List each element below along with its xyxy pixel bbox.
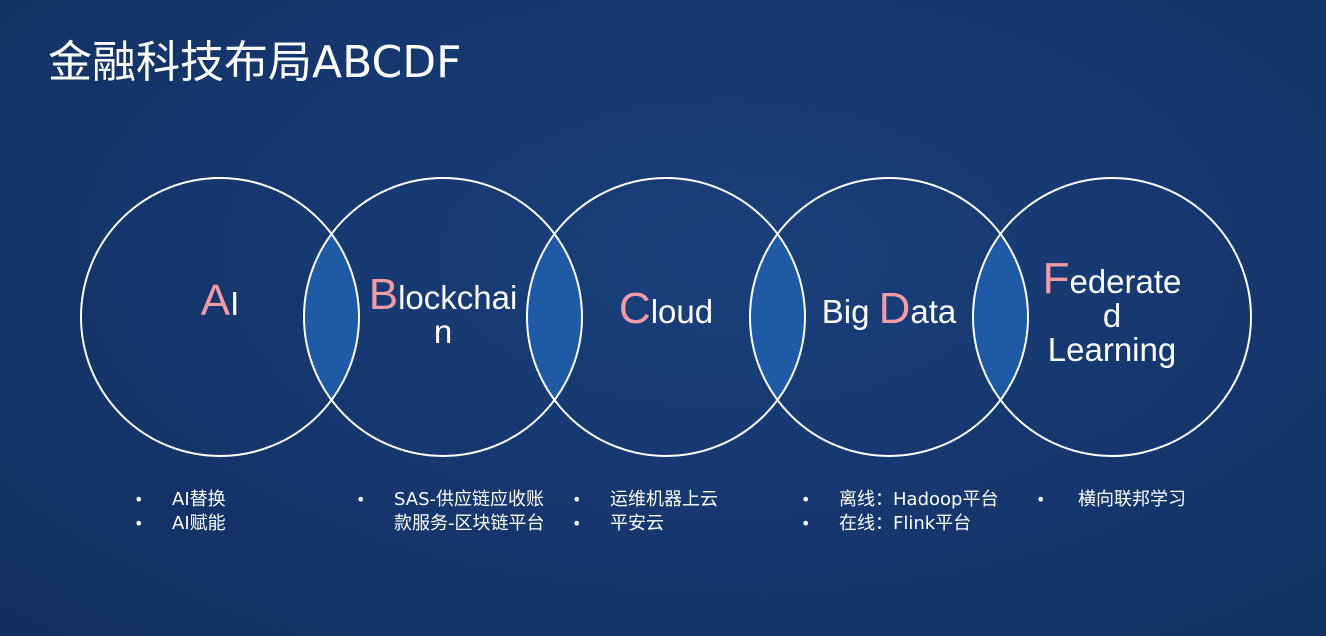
bullet-item: 横向联邦学习	[1036, 488, 1226, 512]
bullets-federated-learning: 横向联邦学习	[1036, 488, 1226, 512]
circle-cloud	[526, 177, 806, 457]
page-title: 金融科技布局ABCDF	[48, 37, 462, 88]
circle-big-data	[749, 177, 1029, 457]
label-federated-rest-2: d	[1102, 297, 1122, 334]
label-federated-initial: F	[1042, 254, 1070, 303]
bullet-item: 离线：Hadoop平台	[801, 488, 1031, 512]
label-big-data-prefix: Big	[821, 293, 879, 330]
label-blockchain: Blockchai n	[358, 273, 528, 350]
label-big-data: Big Data	[799, 287, 979, 331]
bullets-cloud: 运维机器上云 平安云	[572, 488, 762, 536]
bullets-ai: AI替换 AI赋能	[134, 488, 304, 536]
bullet-item: 在线：Flink平台	[801, 512, 1031, 536]
circle-ai	[80, 177, 360, 457]
label-ai: AI	[160, 279, 280, 323]
bullet-item: SAS-供应链应收账款服务-区块链平台	[356, 488, 556, 536]
label-blockchain-rest-1: lockchai	[398, 279, 518, 316]
bullets-big-data: 离线：Hadoop平台 在线：Flink平台	[801, 488, 1031, 536]
bullet-item: 平安云	[572, 512, 762, 536]
bullet-item: AI替换	[134, 488, 304, 512]
label-ai-rest: I	[230, 285, 240, 322]
label-cloud-initial: C	[618, 284, 651, 333]
label-blockchain-rest-2: n	[433, 313, 453, 350]
circle-federated-learning	[972, 177, 1252, 457]
label-blockchain-initial: B	[368, 270, 399, 319]
label-big-data-rest: ata	[910, 293, 957, 330]
label-big-data-initial: D	[878, 284, 911, 333]
label-federated-rest-1: ederate	[1069, 263, 1182, 300]
bullet-item: 运维机器上云	[572, 488, 762, 512]
label-cloud-rest: loud	[650, 293, 714, 330]
circle-blockchain	[303, 177, 583, 457]
label-cloud: Cloud	[586, 287, 746, 331]
label-ai-initial: A	[200, 276, 231, 325]
bullets-blockchain: SAS-供应链应收账款服务-区块链平台	[356, 488, 556, 536]
label-federated-rest-3: Learning	[1047, 331, 1177, 368]
label-federated-learning: Federate d Learning	[1032, 257, 1192, 368]
circle-outlines	[80, 177, 1252, 457]
bullet-item: AI赋能	[134, 512, 304, 536]
